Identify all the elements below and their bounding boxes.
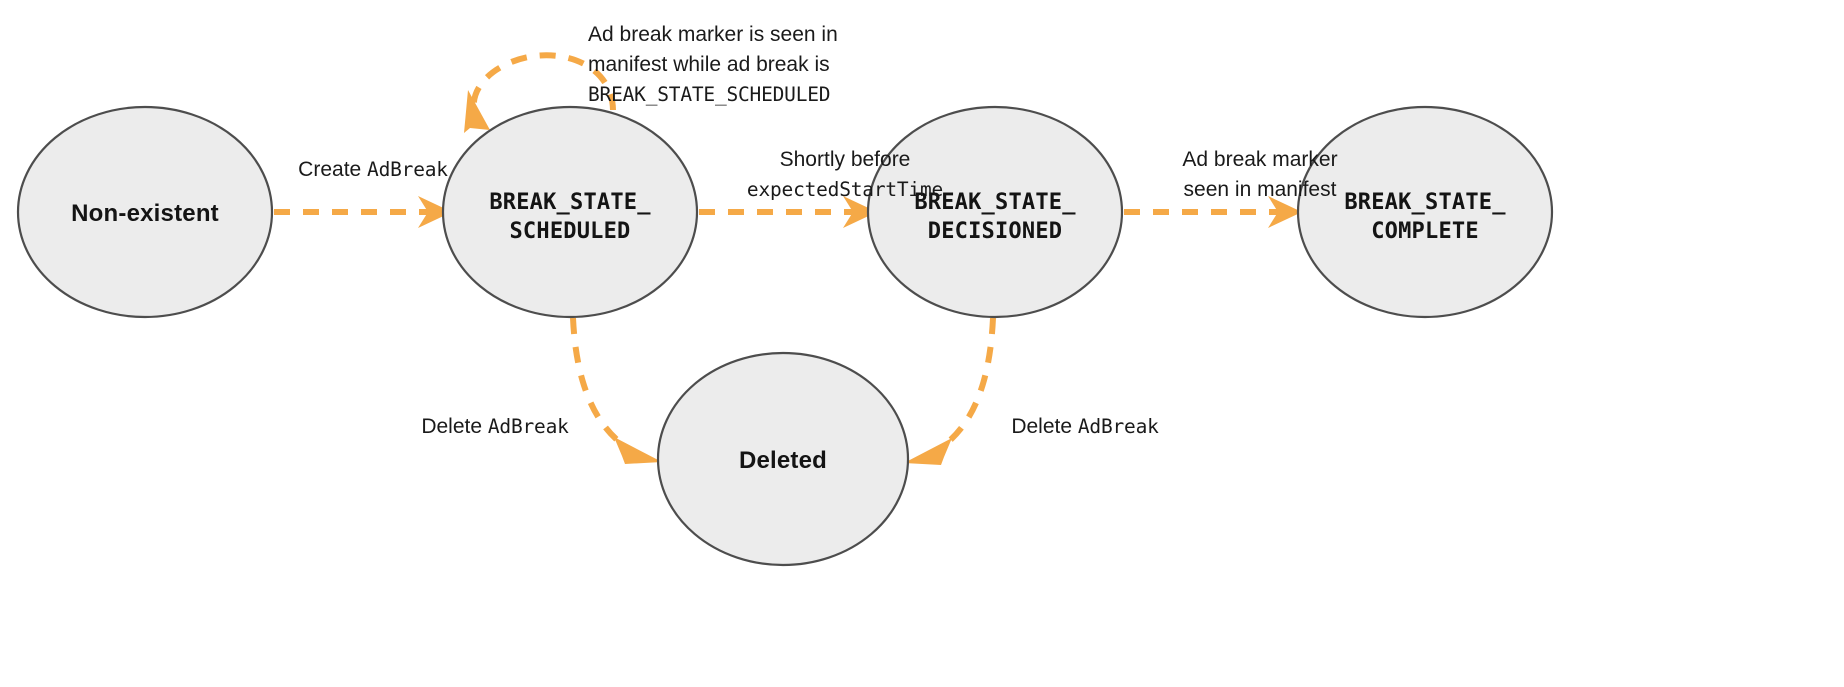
edge-create-adbreak-arrowhead bbox=[418, 196, 452, 228]
edge-shortly-before bbox=[699, 196, 877, 228]
edge-delete-from-decisioned bbox=[904, 317, 996, 465]
edge-delete-from-scheduled-line bbox=[570, 317, 634, 454]
node-break-state-complete[interactable] bbox=[1296, 105, 1554, 319]
node-layer bbox=[16, 105, 1554, 567]
edge-delete-from-decisioned-arrowhead bbox=[904, 438, 952, 465]
edge-delete-from-decisioned-line bbox=[932, 317, 996, 455]
node-deleted[interactable] bbox=[656, 351, 910, 567]
edge-scheduled-self-loop-arrowhead bbox=[464, 90, 490, 133]
edge-layer bbox=[274, 52, 1302, 465]
edge-marker-seen bbox=[1124, 196, 1302, 228]
edge-delete-from-scheduled-arrowhead bbox=[614, 437, 662, 464]
edge-scheduled-self-loop-line bbox=[470, 52, 616, 126]
node-break-state-decisioned[interactable] bbox=[866, 105, 1124, 319]
node-break-state-scheduled[interactable] bbox=[441, 105, 699, 319]
edge-delete-from-scheduled bbox=[570, 317, 662, 464]
edge-marker-seen-arrowhead bbox=[1268, 196, 1302, 228]
edge-shortly-before-arrowhead bbox=[843, 196, 877, 228]
edge-scheduled-self-loop bbox=[464, 52, 616, 133]
edge-create-adbreak bbox=[274, 196, 452, 228]
node-non-existent[interactable] bbox=[16, 105, 274, 319]
